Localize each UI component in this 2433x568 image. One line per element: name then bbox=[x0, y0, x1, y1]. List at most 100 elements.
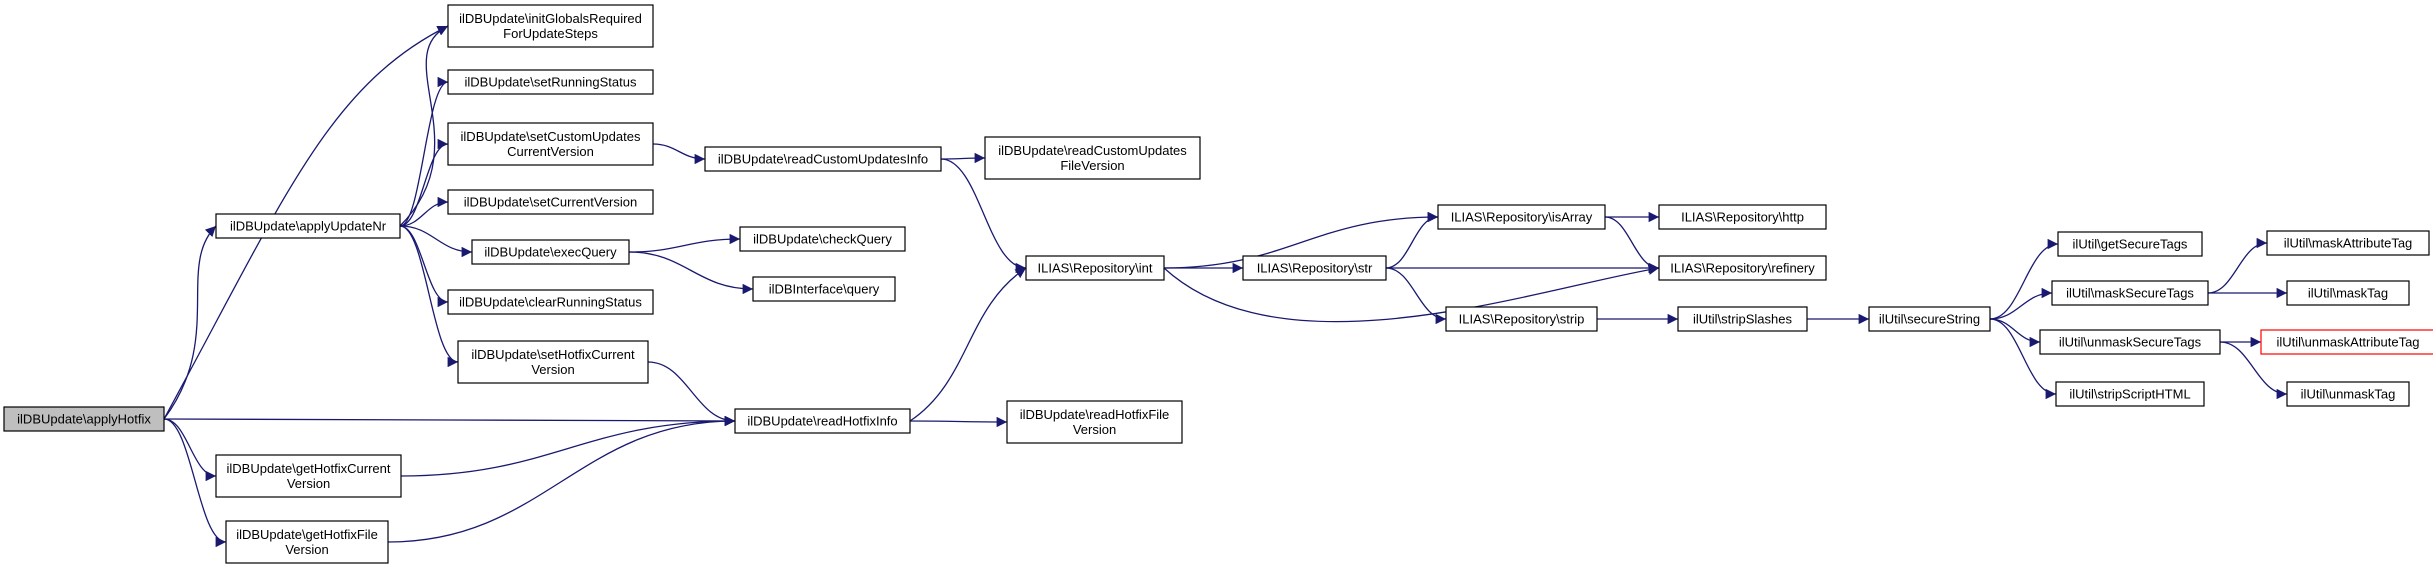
edge-readCustomUpdatesInfo-to-repoInt bbox=[940, 158, 1027, 274]
node-box bbox=[984, 136, 1201, 180]
node-stripScriptHTML[interactable]: ilUtil\stripScriptHTML bbox=[2055, 381, 2205, 407]
node-label: ILIAS\Repository\strip bbox=[1459, 312, 1585, 327]
node-label: ilDBUpdate\readHotfixFile bbox=[1020, 407, 1170, 422]
node-label: ilDBUpdate\setRunningStatus bbox=[465, 75, 637, 90]
edge-getHotfixCurrentVersion-to-readHotfixInfo bbox=[400, 415, 736, 477]
edge-secureString-to-maskSecureTags bbox=[1989, 287, 2053, 320]
edge-line bbox=[399, 225, 449, 308]
edge-line bbox=[652, 143, 706, 165]
edge-setHotfixCurrentVersion-to-readHotfixInfo bbox=[647, 361, 736, 427]
node-readCustomUpdatesInfo[interactable]: ilDBUpdate\readCustomUpdatesInfo bbox=[704, 146, 942, 172]
edge-applyUpdateNr-to-setRunningStatus bbox=[399, 76, 449, 227]
edge-applyUpdateNr-to-setCurrentVersion bbox=[399, 196, 449, 227]
node-box bbox=[2039, 329, 2221, 355]
edge-applyUpdateNr-to-initGlobals bbox=[399, 25, 449, 227]
node-setRunningStatus[interactable]: ilDBUpdate\setRunningStatus bbox=[447, 69, 654, 95]
node-setCustomUpdatesCurrentVersion[interactable]: ilDBUpdate\setCustomUpdatesCurrentVersio… bbox=[447, 122, 654, 166]
node-box bbox=[1868, 306, 1991, 332]
node-label: ilDBUpdate\applyUpdateNr bbox=[230, 219, 387, 234]
edge-repoStr-to-repoStrip bbox=[1385, 267, 1447, 325]
node-query[interactable]: ilDBInterface\query bbox=[752, 276, 896, 302]
edge-applyUpdateNr-to-setHotfixCurrentVersion bbox=[399, 225, 459, 368]
node-label: ilDBInterface\query bbox=[769, 282, 880, 297]
node-label: ILIAS\Repository\refinery bbox=[1670, 261, 1815, 276]
node-maskAttributeTag[interactable]: ilUtil\maskAttributeTag bbox=[2266, 230, 2430, 256]
node-box bbox=[1242, 255, 1387, 281]
node-label: ilUtil\maskTag bbox=[2308, 286, 2388, 301]
node-stripSlashes[interactable]: ilUtil\stripSlashes bbox=[1677, 306, 1808, 332]
node-box bbox=[471, 239, 630, 265]
node-clearRunningStatus[interactable]: ilDBUpdate\clearRunningStatus bbox=[447, 289, 654, 315]
node-label: FileVersion bbox=[1060, 158, 1124, 173]
node-secureString[interactable]: ilUtil\secureString bbox=[1868, 306, 1991, 332]
node-box bbox=[2260, 329, 2433, 355]
node-maskSecureTags[interactable]: ilUtil\maskSecureTags bbox=[2051, 280, 2209, 306]
node-setCurrentVersion[interactable]: ilDBUpdate\setCurrentVersion bbox=[447, 189, 654, 215]
node-box bbox=[1677, 306, 1808, 332]
node-repoStrip[interactable]: ILIAS\Repository\strip bbox=[1445, 306, 1598, 332]
node-label: ilUtil\unmaskTag bbox=[2301, 387, 2396, 402]
edge-readCustomUpdatesInfo-to-readCustomUpdatesFileVersion bbox=[940, 152, 986, 164]
node-execQuery[interactable]: ilDBUpdate\execQuery bbox=[471, 239, 630, 265]
node-label: Version bbox=[1073, 422, 1116, 437]
edge-getHotfixFileVersion-to-readHotfixInfo bbox=[387, 415, 736, 543]
node-box bbox=[2286, 381, 2410, 407]
edge-line bbox=[400, 415, 736, 477]
node-label: ilUtil\stripScriptHTML bbox=[2069, 387, 2190, 402]
edge-line bbox=[909, 267, 1027, 422]
node-unmaskTag[interactable]: ilUtil\unmaskTag bbox=[2286, 381, 2410, 407]
node-box bbox=[215, 454, 402, 498]
node-unmaskAttributeTag[interactable]: ilUtil\unmaskAttributeTag bbox=[2260, 329, 2433, 355]
node-box bbox=[704, 146, 942, 172]
edge-readHotfixInfo-to-repoInt bbox=[909, 267, 1027, 422]
node-box bbox=[447, 122, 654, 166]
node-applyUpdateNr[interactable]: ilDBUpdate\applyUpdateNr bbox=[215, 213, 401, 239]
node-maskTag[interactable]: ilUtil\maskTag bbox=[2286, 280, 2410, 306]
node-repoStr[interactable]: ILIAS\Repository\str bbox=[1242, 255, 1387, 281]
node-repoHttp[interactable]: ILIAS\Repository\http bbox=[1658, 204, 1827, 230]
edge-unmaskSecureTags-to-unmaskTag bbox=[2219, 341, 2288, 400]
node-label: ilUtil\getSecureTags bbox=[2073, 237, 2188, 252]
edge-line bbox=[399, 25, 449, 227]
node-label: ilUtil\unmaskAttributeTag bbox=[2276, 335, 2419, 350]
node-box bbox=[2286, 280, 2410, 306]
node-unmaskSecureTags[interactable]: ilUtil\unmaskSecureTags bbox=[2039, 329, 2221, 355]
edge-line bbox=[940, 158, 1027, 274]
edge-line bbox=[387, 415, 736, 543]
edge-execQuery-to-query bbox=[628, 251, 754, 295]
node-readHotfixInfo[interactable]: ilDBUpdate\readHotfixInfo bbox=[734, 408, 911, 434]
edge-applyHotfix-to-readHotfixInfo bbox=[163, 415, 736, 427]
edge-applyHotfix-to-getHotfixFileVersion bbox=[163, 418, 227, 548]
node-repoRefinery[interactable]: ILIAS\Repository\refinery bbox=[1658, 255, 1827, 281]
edge-line bbox=[399, 225, 473, 258]
node-label: ilDBUpdate\setHotfixCurrent bbox=[471, 347, 635, 362]
node-checkQuery[interactable]: ilDBUpdate\checkQuery bbox=[739, 226, 906, 252]
node-repoIsArray[interactable]: ILIAS\Repository\isArray bbox=[1437, 204, 1606, 230]
node-label: ILIAS\Repository\str bbox=[1257, 261, 1373, 276]
node-box bbox=[457, 340, 649, 384]
edge-line bbox=[1604, 216, 1660, 274]
edge-line bbox=[2207, 237, 2268, 294]
node-label: ILIAS\Repository\isArray bbox=[1451, 210, 1593, 225]
node-applyHotfix[interactable]: ilDBUpdate\applyHotfix bbox=[3, 406, 165, 432]
edge-applyUpdateNr-to-clearRunningStatus bbox=[399, 225, 449, 308]
edge-line bbox=[163, 418, 217, 482]
node-label: ILIAS\Repository\int bbox=[1038, 261, 1153, 276]
node-layer: ilDBUpdate\applyHotfix ilDBUpdate\initGlo… bbox=[3, 4, 2433, 564]
edge-applyUpdateNr-to-execQuery bbox=[399, 225, 473, 258]
edge-line bbox=[909, 416, 1008, 428]
edge-line bbox=[399, 138, 449, 227]
node-getSecureTags[interactable]: ilUtil\getSecureTags bbox=[2057, 231, 2203, 257]
node-box bbox=[2055, 381, 2205, 407]
edge-line bbox=[1163, 264, 1660, 323]
edge-applyUpdateNr-to-setCustomUpdatesCurrentVersion bbox=[399, 138, 449, 227]
node-repoInt[interactable]: ILIAS\Repository\int bbox=[1025, 255, 1165, 281]
node-initGlobals[interactable]: ilDBUpdate\initGlobalsRequiredForUpdateS… bbox=[447, 4, 654, 48]
edge-line bbox=[647, 361, 736, 427]
node-label: ilUtil\stripSlashes bbox=[1693, 312, 1792, 327]
